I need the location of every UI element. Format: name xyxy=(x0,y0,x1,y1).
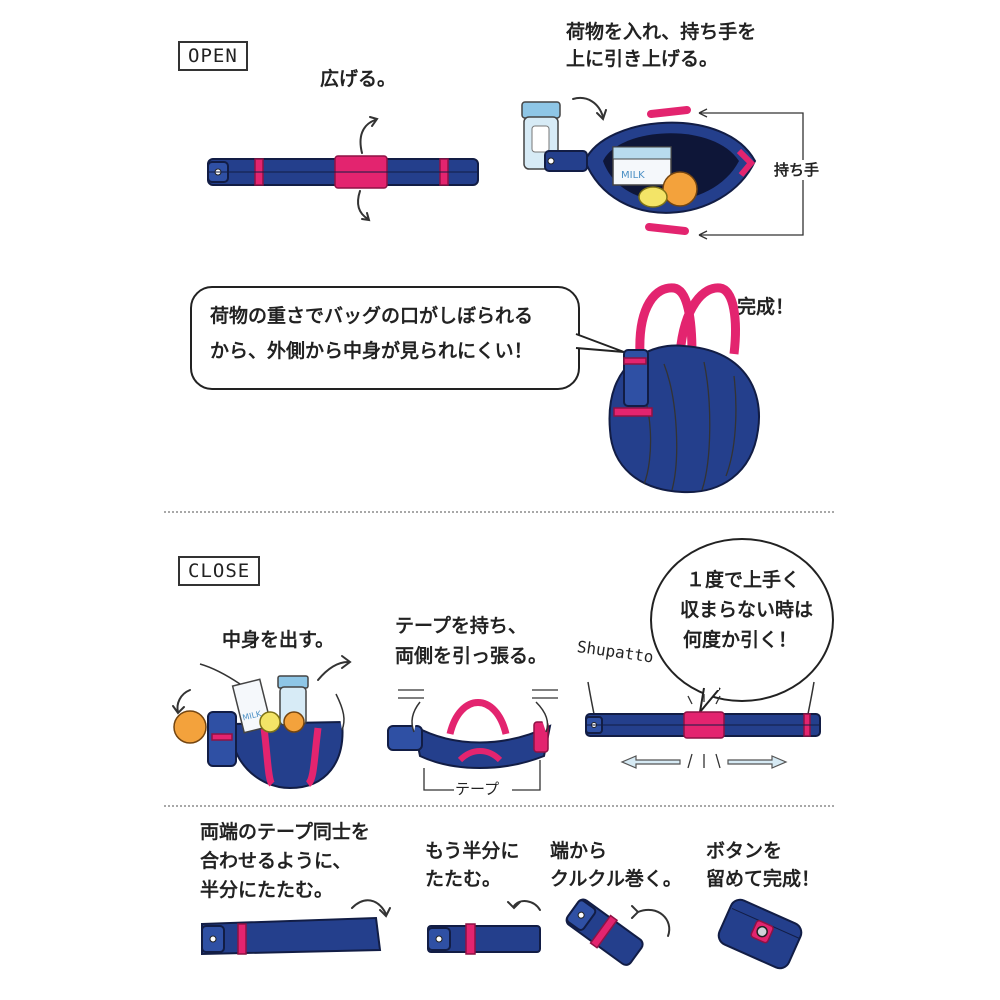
fold2-line1: もう半分に xyxy=(425,840,520,862)
open-section-tag: OPEN xyxy=(178,41,248,71)
close-section-tag: CLOSE xyxy=(178,556,261,586)
close-bubble-line3: 何度か引く！ xyxy=(683,629,798,651)
finished-fold-illustration xyxy=(717,898,803,970)
rolling-illustration xyxy=(565,898,671,966)
open-speech-bubble xyxy=(190,286,580,390)
fold-divider xyxy=(164,805,834,807)
open-step1-text: 広げる。 xyxy=(320,68,397,90)
fold2-line2: たたむ。 xyxy=(425,868,502,890)
rolled-bag-illustration xyxy=(207,116,479,222)
close-step2-line2: 両側を引っ張る。 xyxy=(395,645,548,667)
open-step2-line2: 上に引き上げる。 xyxy=(566,48,719,70)
close-bubble-line1: １度で上手く xyxy=(686,569,801,591)
fold1-line1: 両端のテープ同士を xyxy=(200,821,370,843)
tape-label: テープ xyxy=(455,780,500,798)
stretched-bag-illustration xyxy=(585,681,821,769)
fold4-line1: ボタンを xyxy=(706,840,783,862)
close-step1-text: 中身を出す。 xyxy=(222,629,335,651)
close-speech-bubble xyxy=(650,538,834,702)
fold-half-illustration xyxy=(201,899,391,956)
close-step2-line1: テープを持ち、 xyxy=(395,615,527,637)
open-step2-line1: 荷物を入れ、持ち手を xyxy=(566,21,757,43)
brand-label: Shupatto xyxy=(575,636,655,667)
complete-text: 完成！ xyxy=(737,296,795,318)
section-divider xyxy=(164,511,834,513)
fold1-line2: 合わせるように、 xyxy=(200,850,352,872)
pulling-tape-illustration xyxy=(387,689,558,791)
fold1-line3: 半分にたたむ。 xyxy=(200,879,334,901)
open-bag-with-items-illustration: MILK xyxy=(521,97,804,240)
fold-quarter-illustration xyxy=(427,900,541,955)
open-bubble-line2: から、外側から中身が見られにくい！ xyxy=(210,340,533,362)
handle-label: 持ち手 xyxy=(772,160,822,180)
emptying-bag-illustration: MILK xyxy=(172,655,352,790)
close-bubble-line2: 収まらない時は xyxy=(680,599,814,621)
fold3-line1: 端から xyxy=(550,840,608,862)
fold4-line2: 留めて完成！ xyxy=(706,868,821,890)
open-bubble-line1: 荷物の重さでバッグの口がしぼられる xyxy=(210,305,534,327)
finished-bag-illustration xyxy=(608,283,760,494)
open-milk-label: MILK xyxy=(621,170,645,181)
fold3-line2: クルクル巻く。 xyxy=(550,868,682,890)
